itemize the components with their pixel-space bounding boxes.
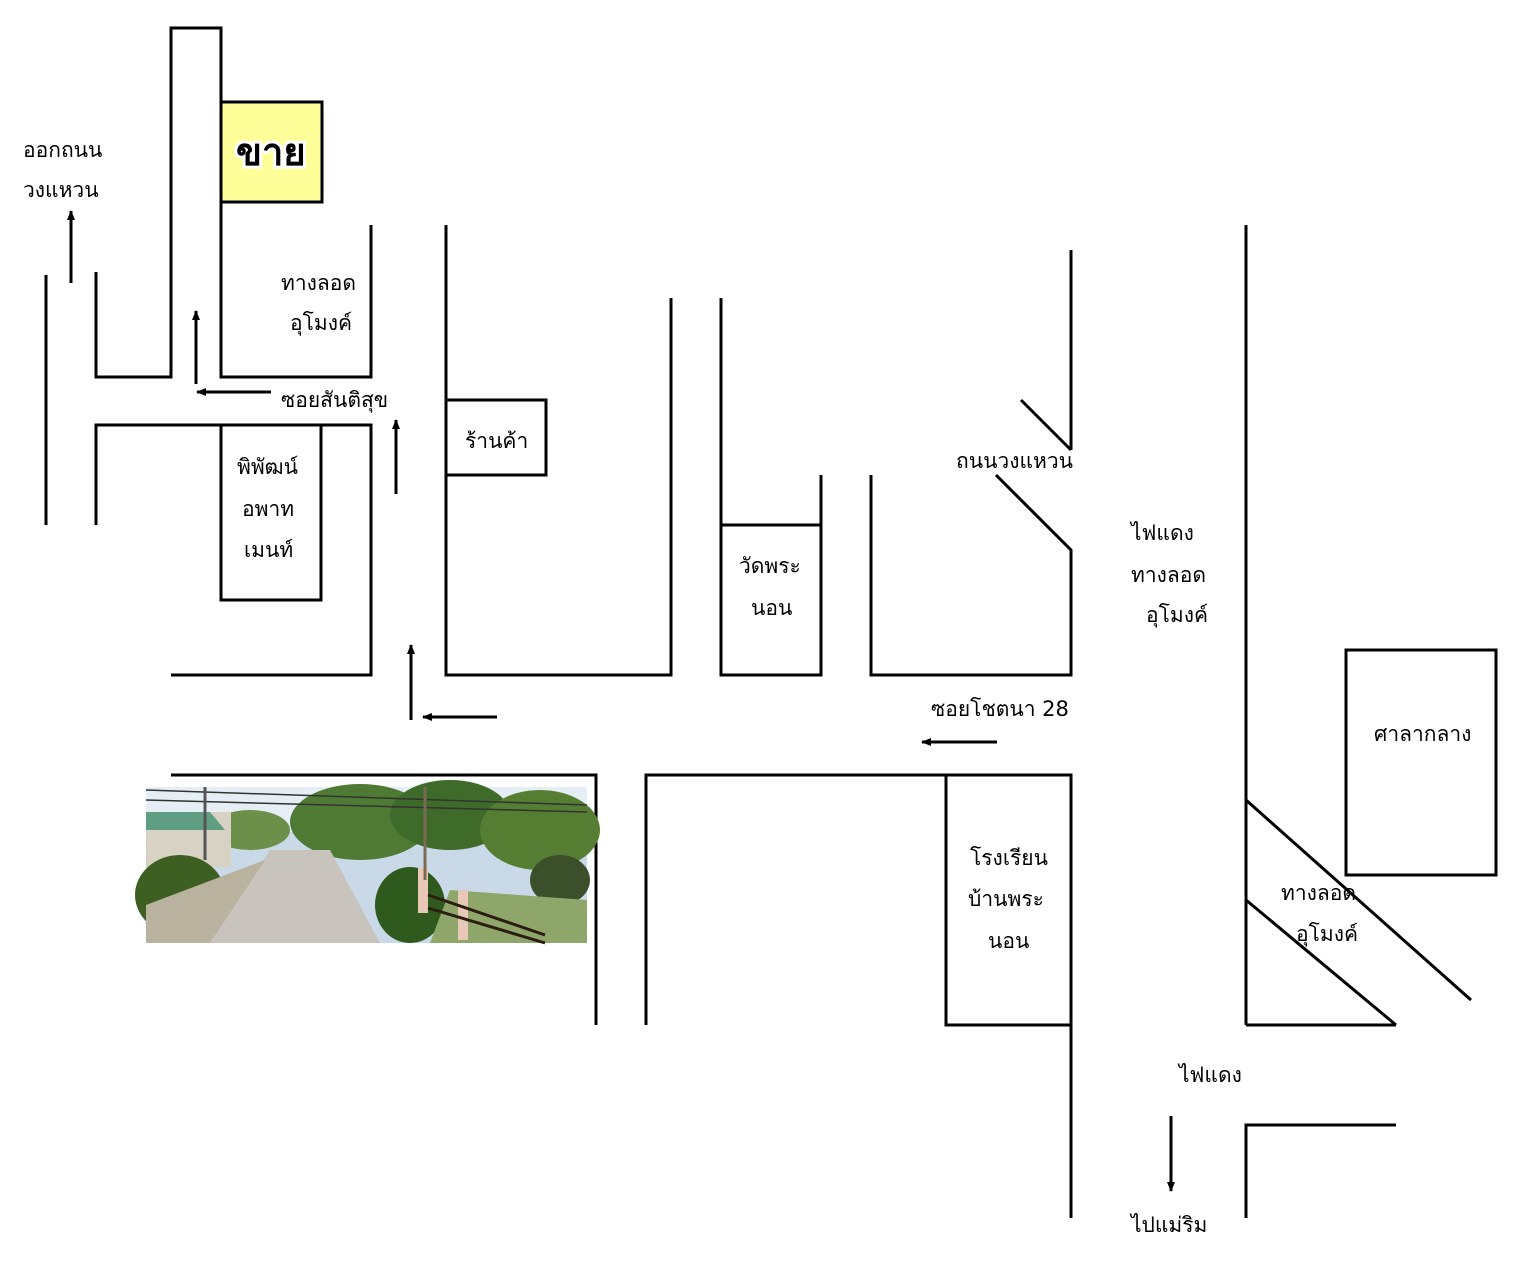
photo-fence-rail xyxy=(427,906,546,945)
underpass-top-label-line1: ทางลอด xyxy=(281,271,356,295)
street-photo xyxy=(135,780,600,945)
school-label-line1: โรงเรียน xyxy=(970,846,1048,870)
sale-plot-box xyxy=(219,100,324,204)
road-edge xyxy=(1245,798,1472,1002)
to-mae-rim-label: ไปแม่ริม xyxy=(1129,1213,1207,1237)
school-building xyxy=(944,773,1073,1027)
exit-ring-road-label-line2: วงแหวน xyxy=(23,178,99,202)
apartment-label-line3: เมนท์ xyxy=(244,538,293,562)
photo-lawn xyxy=(430,890,587,943)
photo-fence-rail xyxy=(427,893,546,937)
shop-building xyxy=(444,398,548,477)
road-edge xyxy=(94,26,373,379)
apartment-label-line2: อพาท xyxy=(242,497,294,521)
road-edge xyxy=(94,423,373,677)
photo-fence-post xyxy=(458,890,468,940)
temple-label-line2: นอน xyxy=(751,596,792,620)
underpass-bottom-label-line1: ทางลอด xyxy=(1281,881,1356,905)
apartment-label-line1: พิพัฒน์ xyxy=(237,455,298,479)
photo-fence-post xyxy=(418,868,428,913)
underpass-bottom-label-line2: อุโมงค์ xyxy=(1296,922,1358,947)
photo-power-line xyxy=(145,799,588,813)
photo-bush xyxy=(530,855,590,905)
underpass-mid-label-line1: ทางลอด xyxy=(1131,563,1206,587)
ring-road-label: ถนนวงแหวน xyxy=(956,449,1073,473)
road-edge xyxy=(171,773,598,1025)
temple-label-line1: วัดพระ xyxy=(739,554,801,578)
town-hall-label: ศาลากลาง xyxy=(1374,722,1471,746)
traffic-light-label-bottom: ไฟแดง xyxy=(1177,1063,1242,1087)
direction-arrows xyxy=(67,210,1175,1192)
road-edge xyxy=(1019,398,1073,452)
photo-power-line xyxy=(145,789,588,806)
soi-chotana-label: ซอยโชตนา 28 xyxy=(931,697,1069,721)
photo-roadside xyxy=(146,860,265,943)
exit-ring-road-label-line1: ออกถนน xyxy=(23,138,102,162)
school-label-line3: นอน xyxy=(988,929,1029,953)
town-hall-building xyxy=(1344,648,1498,877)
photo-road xyxy=(210,850,380,943)
road-edge xyxy=(869,473,1073,677)
soi-santisuk-label: ซอยสันติสุข xyxy=(281,388,388,413)
shop-label: ร้านค้า xyxy=(465,429,528,453)
temple-building xyxy=(719,523,823,677)
photo-tree xyxy=(390,780,510,850)
traffic-light-label: ไฟแดง xyxy=(1129,521,1194,545)
road-edge xyxy=(1244,1123,1396,1218)
sale-label: ขาย xyxy=(236,130,306,174)
underpass-mid-label-line2: อุโมงค์ xyxy=(1146,603,1208,628)
underpass-top-label-line2: อุโมงค์ xyxy=(290,311,352,336)
school-label-line2: บ้านพระ xyxy=(968,887,1044,911)
apartment-building xyxy=(219,423,323,602)
road-edge xyxy=(1245,898,1397,1027)
